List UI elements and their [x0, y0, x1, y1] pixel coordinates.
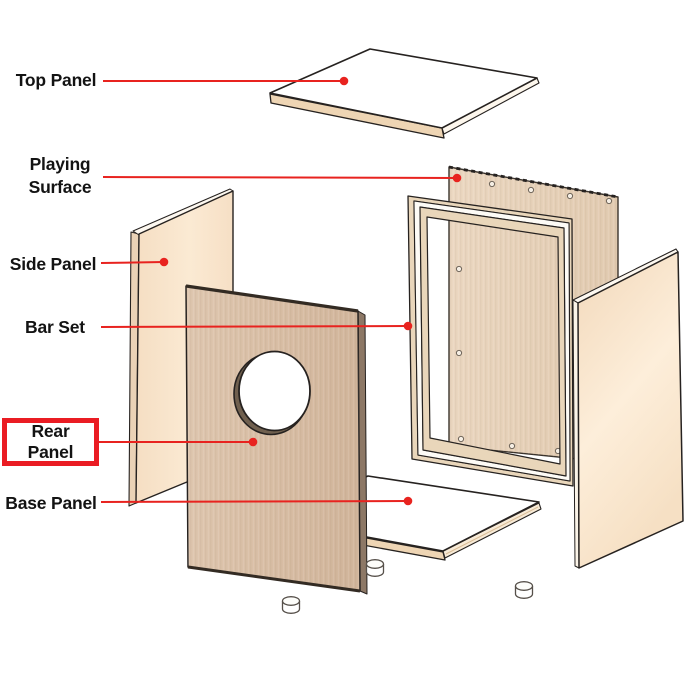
label-rear-panel: Rear Panel — [27, 421, 74, 462]
rubber-foot — [514, 581, 534, 599]
label-side-panel: Side Panel — [9, 254, 97, 274]
rubber-foot — [281, 596, 301, 614]
leader-dot-base-panel — [403, 496, 413, 506]
leader-line-playing-surface — [102, 176, 458, 179]
leader-dot-bar-set — [403, 321, 413, 331]
bar-set-inner-ring — [419, 206, 567, 477]
bar-set-frame-part — [407, 195, 574, 487]
side-panel-right-face — [577, 251, 684, 569]
playing-surface-jointed-top-edge — [448, 165, 619, 199]
label-playing-surface: Playing Surface — [28, 154, 92, 197]
rear-panel-bottom-edge — [187, 565, 361, 593]
top-panel-part — [269, 48, 540, 139]
leader-line-side-panel — [100, 261, 165, 264]
label-bar-set: Bar Set — [25, 317, 85, 337]
playing-surface-screw-holes — [455, 180, 613, 455]
leader-lines — [99, 76, 462, 506]
side-panel-right-part — [572, 248, 684, 569]
leader-line-bar-set — [100, 325, 409, 328]
leader-dot-rear-panel — [248, 437, 258, 447]
base-panel-edge-detail-line — [445, 506, 539, 555]
leader-dot-playing-surface — [452, 173, 462, 183]
rear-panel-grain — [186, 286, 360, 591]
rear-panel-highlight-box: Rear Panel — [2, 418, 99, 466]
rubber-feet — [281, 559, 534, 614]
leader-dot-top-panel — [339, 76, 349, 86]
rear-panel-top-edge — [185, 284, 359, 313]
leader-line-base-panel — [100, 500, 409, 503]
label-base-panel: Base Panel — [5, 493, 97, 513]
label-top-panel: Top Panel — [15, 70, 97, 90]
top-panel-face — [269, 48, 538, 129]
sound-hole — [233, 350, 311, 436]
rubber-foot — [365, 559, 385, 577]
rear-panel-part — [185, 284, 368, 595]
leader-dot-side-panel — [159, 257, 169, 267]
